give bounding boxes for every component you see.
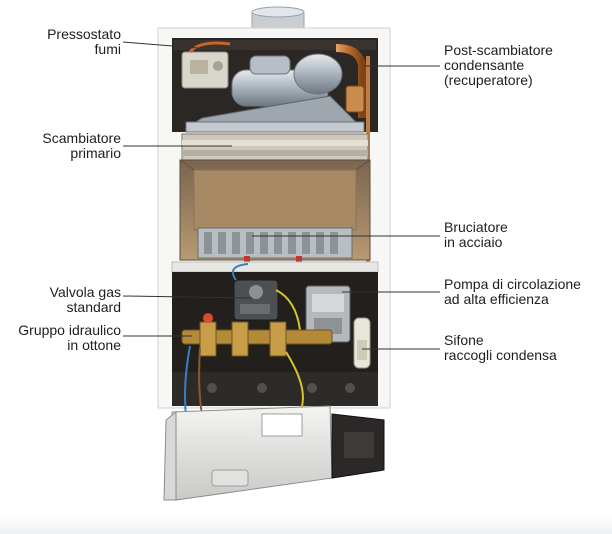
primary-heat-exchanger — [181, 133, 369, 161]
label-pressostato-line2: fumi — [94, 41, 121, 57]
control-box — [163, 405, 385, 501]
floor-shadow — [0, 516, 612, 534]
label-sifone-line1: Sifone — [444, 332, 484, 348]
label-pompa: Pompa di circolazione ad alta efficienza — [444, 277, 604, 307]
steel-burner — [197, 227, 353, 270]
bottom-plate — [172, 345, 378, 447]
label-valvola-line2: standard — [66, 299, 121, 315]
fan-assembly — [184, 53, 365, 133]
label-scambiatore-line1: Scambiatore — [42, 130, 121, 146]
label-valvola-gas: Valvola gas standard — [8, 285, 121, 315]
label-pressostato-fumi: Pressostato fumi — [8, 27, 121, 57]
label-post-line1: Post-scambiatore — [444, 42, 553, 58]
label-sifone: Sifone raccogli condensa — [444, 333, 604, 363]
label-post-scambiatore: Post-scambiatore condensante (recuperato… — [444, 43, 604, 88]
label-scambiatore-primario: Scambiatore primario — [8, 131, 121, 161]
label-bruciatore: Bruciatore in acciaio — [444, 220, 604, 250]
label-gruppo-idraulico: Gruppo idraulico in ottone — [8, 323, 121, 353]
label-post-line3: (recuperatore) — [444, 72, 533, 88]
divider-shelf — [171, 261, 379, 273]
hydraulic-group — [181, 313, 333, 357]
gas-valve — [232, 263, 301, 331]
label-valvola-line1: Valvola gas — [49, 284, 121, 300]
label-pressostato-line1: Pressostato — [47, 26, 121, 42]
label-gruppo-line2: in ottone — [67, 337, 121, 353]
pressure-switch — [181, 41, 231, 89]
label-post-line2: condensante — [444, 57, 525, 73]
label-pompa-line1: Pompa di circolazione — [444, 276, 581, 292]
condensate-siphon — [353, 317, 371, 369]
leader-lines — [122, 41, 440, 350]
leader-pressostato — [122, 41, 199, 49]
label-scambiatore-line2: primario — [70, 145, 121, 161]
label-sifone-line2: raccogli condensa — [444, 347, 557, 363]
label-bruciatore-line1: Bruciatore — [444, 219, 508, 235]
label-gruppo-line1: Gruppo idraulico — [18, 322, 121, 338]
label-pompa-line2: ad alta efficienza — [444, 291, 549, 307]
leader-valvola — [122, 295, 253, 299]
label-bruciatore-line2: in acciaio — [444, 234, 503, 250]
